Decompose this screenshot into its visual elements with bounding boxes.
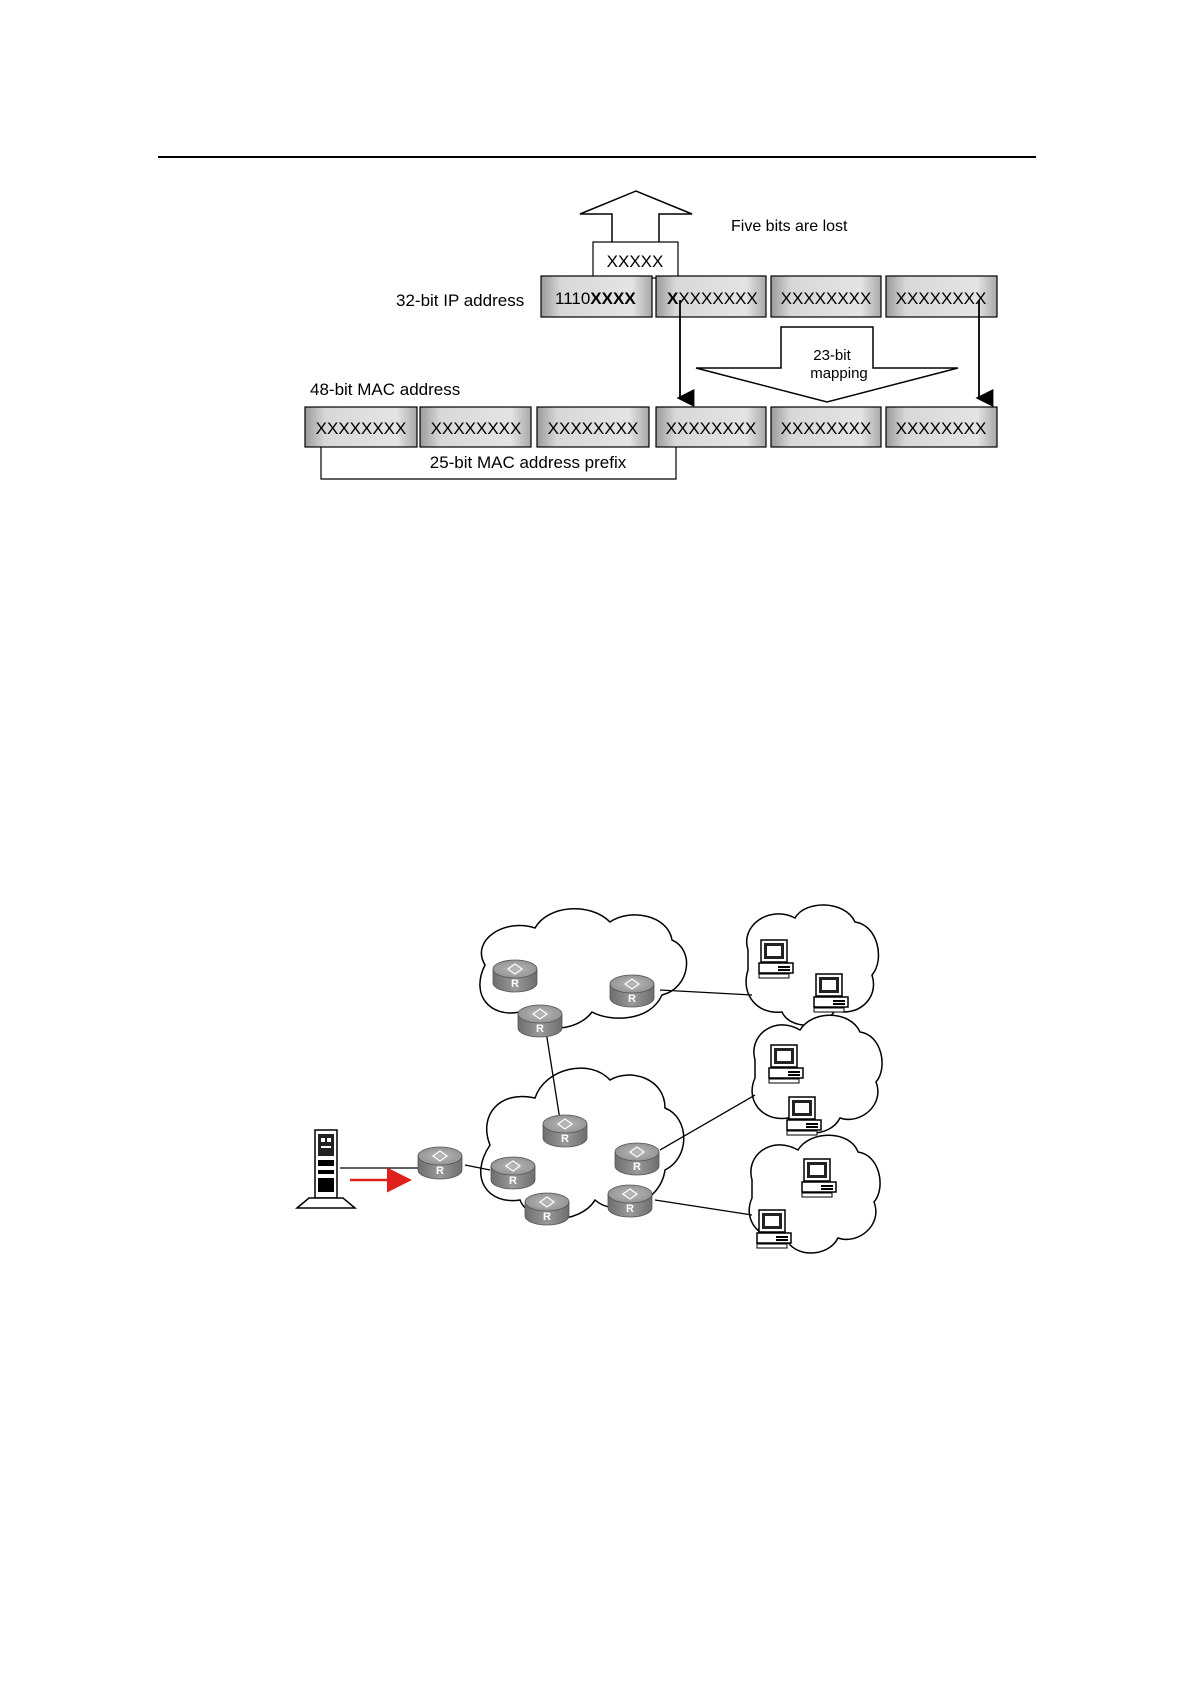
lost-bits-note: Five bits are lost (731, 218, 848, 235)
server-icon (297, 1130, 355, 1208)
router-icon: R (615, 1143, 659, 1175)
svg-text:R: R (561, 1133, 569, 1145)
mac-byte-2-text: XXXXXXXX (431, 419, 522, 438)
router-icon: R (543, 1115, 587, 1147)
svg-text:R: R (633, 1161, 641, 1173)
router-icon: R (493, 960, 537, 992)
mac-byte-3-text: XXXXXXXX (548, 419, 639, 438)
svg-text:R: R (511, 978, 519, 990)
mac-prefix-label: 25-bit MAC address prefix (430, 453, 627, 472)
svg-text:R: R (509, 1175, 517, 1187)
bits-lost-up-arrow (580, 191, 692, 242)
link (660, 990, 752, 995)
router-icon: R (418, 1147, 462, 1179)
router-icon: R (491, 1157, 535, 1189)
multicast-mac-mapping-figure: XXXXX Five bits are lost 32-bit IP addre… (0, 0, 1190, 500)
ip-address-label: 32-bit IP address (396, 291, 524, 310)
mac-byte-6-text: XXXXXXXX (896, 419, 987, 438)
mac-byte-5-text: XXXXXXXX (781, 419, 872, 438)
mac-address-label: 48-bit MAC address (310, 380, 460, 399)
mapping-label-line2: mapping (810, 365, 868, 382)
lost-bits-box-text: XXXXX (607, 252, 664, 271)
router-icon: R (525, 1193, 569, 1225)
svg-text:R: R (436, 1165, 444, 1177)
ip-byte-1-text: 1110XXXX (555, 289, 636, 308)
router-icon: R (518, 1005, 562, 1037)
mac-byte-1-text: XXXXXXXX (316, 419, 407, 438)
svg-text:R: R (543, 1211, 551, 1223)
ip-byte-3-text: XXXXXXXX (781, 289, 872, 308)
link (655, 1200, 752, 1215)
svg-text:R: R (628, 993, 636, 1005)
mac-byte-4-text: XXXXXXXX (666, 419, 757, 438)
ip-byte-4-text: XXXXXXXX (896, 289, 987, 308)
svg-text:R: R (626, 1203, 634, 1215)
svg-text:R: R (536, 1023, 544, 1035)
mapping-label-line1: 23-bit (813, 347, 851, 364)
multicast-network-figure: R R R R R R R R (0, 900, 1190, 1280)
router-icon: R (610, 975, 654, 1007)
router-icon: R (608, 1185, 652, 1217)
